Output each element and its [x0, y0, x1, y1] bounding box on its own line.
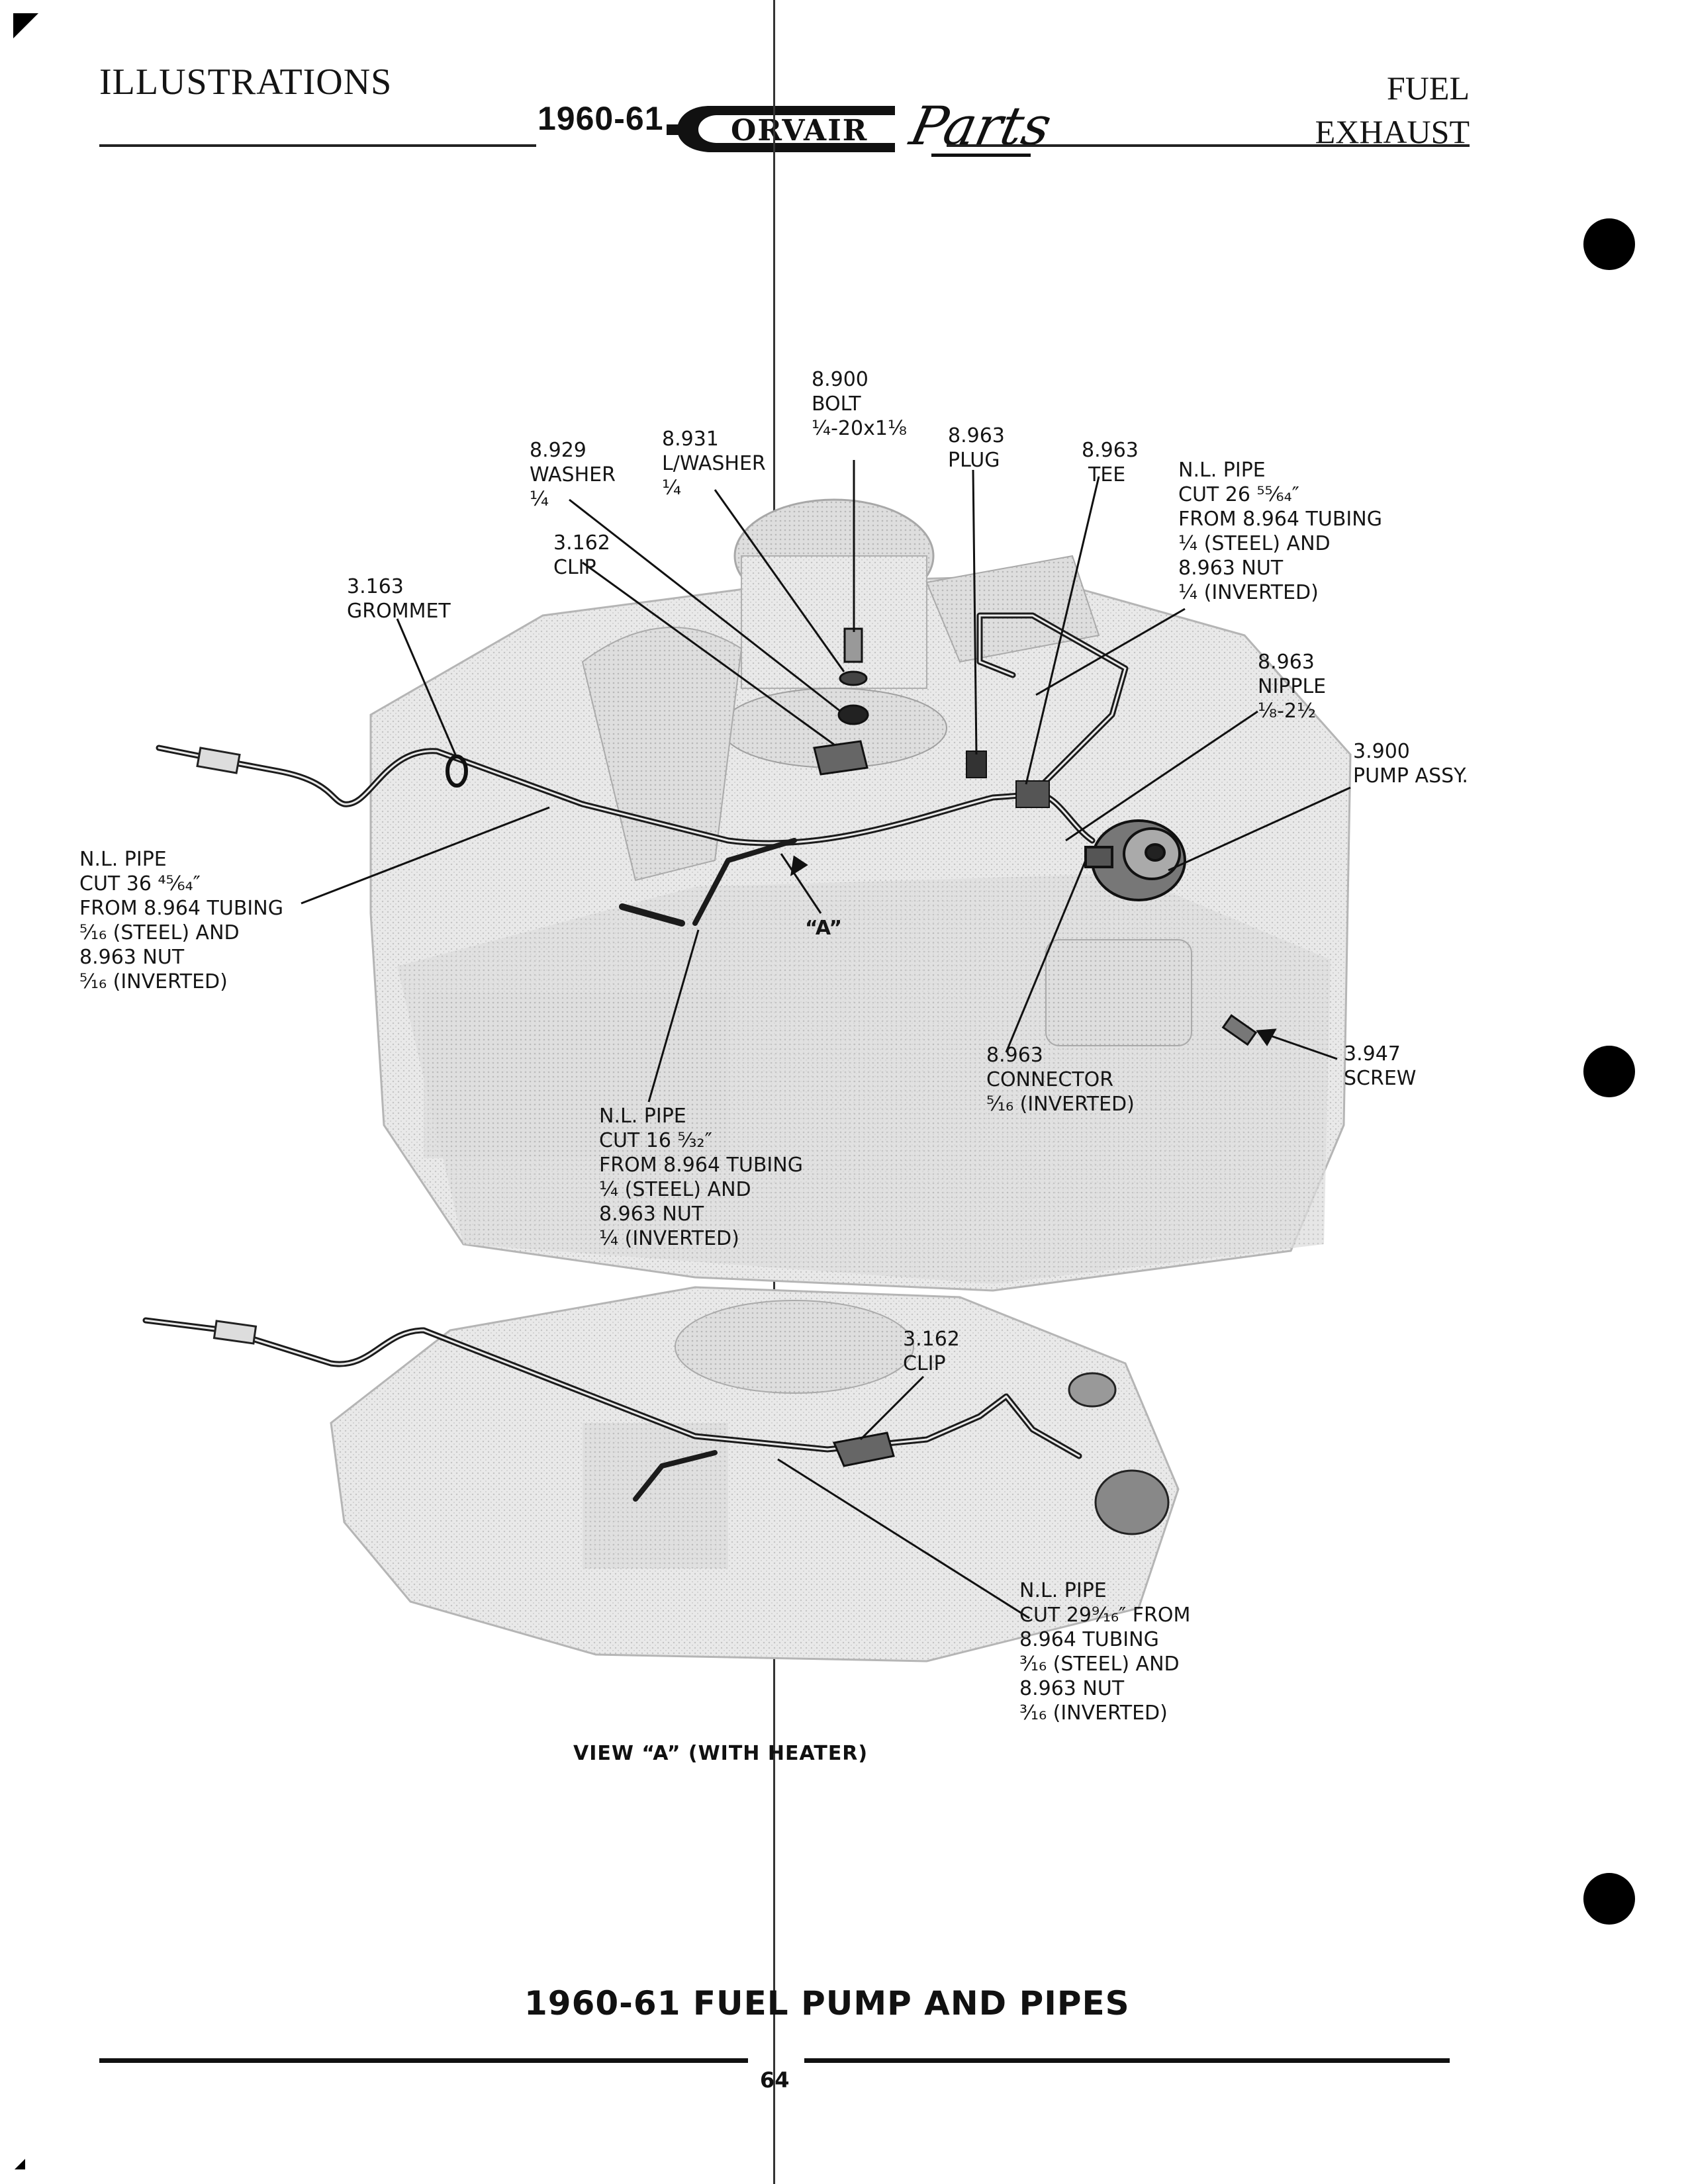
callout-pipe-bottom: N.L. PIPE CUT 29⁹⁄₁₆″ FROM 8.964 TUBING … [1019, 1579, 1191, 1725]
engine-view-a [330, 1286, 1180, 1662]
callout-clip-top: 3.162 CLIP [553, 531, 610, 579]
logo-c-shape [667, 106, 1031, 157]
callout-pipe-left: N.L. PIPE CUT 36 ⁴⁵⁄₆₄″ FROM 8.964 TUBIN… [79, 848, 283, 993]
figure-title: 1960-61 FUEL PUMP AND PIPES [524, 1984, 1130, 2023]
callout-grommet: 3.163 GROMMET [347, 575, 451, 623]
callout-lock-washer: 8.931 L/WASHER ¼ [662, 428, 766, 500]
callout-plug: 8.963 PLUG [948, 424, 1005, 472]
section-fuel: FUEL [1387, 69, 1470, 107]
binder-hole [1583, 218, 1635, 270]
binder-hole [1583, 1873, 1635, 1925]
callout-screw: 3.947 SCREW [1344, 1042, 1417, 1090]
callout-washer: 8.929 WASHER ¼ [530, 439, 616, 511]
corner-mark [15, 2159, 25, 2169]
view-a-marker: “A” [805, 917, 843, 940]
view-caption: VIEW “A” (WITH HEATER) [573, 1742, 868, 1765]
callout-bolt: 8.900 BOLT ¼-20x1⅛ [812, 368, 907, 440]
engine-main-view [369, 498, 1352, 1292]
callout-pipe-top: N.L. PIPE CUT 26 ⁵⁵⁄₆₄″ FROM 8.964 TUBIN… [1178, 459, 1382, 604]
fuel-pump [1084, 819, 1186, 901]
logo-word: ORVAIR [731, 114, 868, 148]
screw-shape [1221, 1014, 1258, 1046]
callout-pump: 3.900 PUMP ASSY. [1353, 740, 1468, 788]
binder-hole [1583, 1046, 1635, 1097]
callout-pipe-mid: N.L. PIPE CUT 16 ⁵⁄₃₂″ FROM 8.964 TUBING… [599, 1105, 803, 1250]
corner-mark [13, 13, 38, 38]
corvair-parts-logo: 1960-61 ORVAIR Parts [538, 91, 1067, 164]
section-title-left: ILLUSTRATIONS [99, 62, 393, 103]
clip-bolt-assembly [813, 627, 869, 776]
callout-nipple: 8.963 NIPPLE ⅛-2½ [1258, 651, 1327, 723]
page-number: 64 [760, 2068, 790, 2093]
callout-clip-bottom: 3.162 CLIP [903, 1328, 960, 1375]
callout-tee: 8.963 TEE [1082, 439, 1139, 486]
footer-rule-right [804, 2058, 1450, 2063]
header-rule-left [99, 144, 536, 147]
header-rule-right [947, 144, 1470, 147]
callout-connector: 8.963 CONNECTOR ⁵⁄₁₆ (INVERTED) [986, 1044, 1135, 1116]
section-title-right: FUEL EXHAUST [1315, 66, 1470, 154]
section-exhaust: EXHAUST [1315, 113, 1470, 150]
footer-rule-left [99, 2058, 748, 2063]
logo-year: 1960-61 [538, 100, 664, 137]
fuel-line-view-a [142, 1317, 1082, 1502]
leader-lines [301, 460, 1351, 1103]
